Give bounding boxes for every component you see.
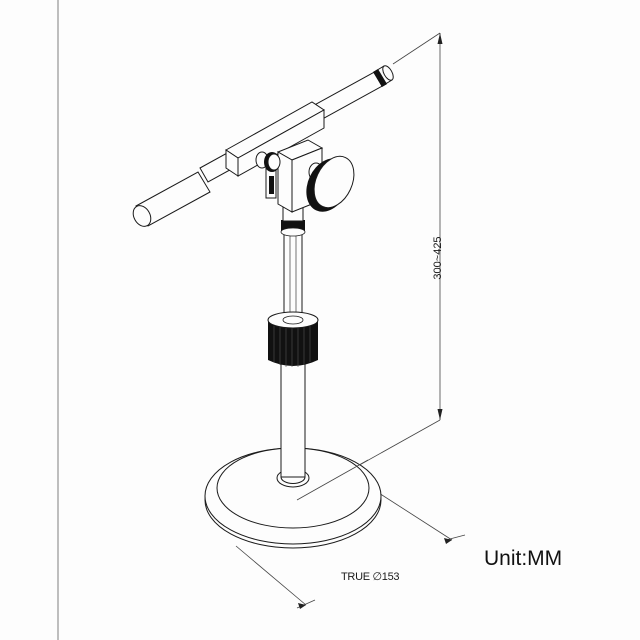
height-dimension-label: 300~425 bbox=[432, 236, 444, 280]
unit-label: Unit:MM bbox=[484, 547, 563, 570]
telescopic-tube bbox=[280, 224, 306, 478]
diameter-dimension bbox=[235, 485, 466, 609]
center-leader bbox=[296, 459, 369, 501]
clamp-screw bbox=[255, 151, 281, 172]
round-base bbox=[204, 447, 382, 549]
tilt-knob bbox=[306, 155, 355, 212]
height-lock-collar bbox=[267, 311, 319, 367]
thread-collar bbox=[280, 206, 306, 237]
base-diameter-label: TRUE ∅153 bbox=[341, 571, 400, 583]
